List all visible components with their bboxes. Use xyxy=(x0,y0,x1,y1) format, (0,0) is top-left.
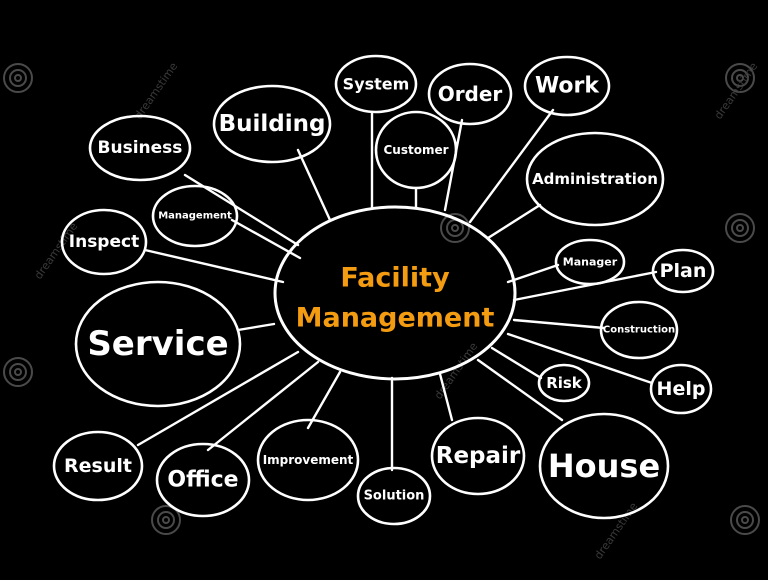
node-repair-label: Repair xyxy=(436,443,521,469)
node-business-label: Business xyxy=(98,138,183,158)
node-construction-bubble xyxy=(599,300,679,360)
node-office-label: Office xyxy=(167,468,238,493)
node-manager: Manager xyxy=(554,238,626,286)
node-construction-label: Construction xyxy=(603,325,675,336)
node-plan-bubble xyxy=(651,248,715,294)
watermark-logo-icon xyxy=(151,505,181,535)
node-customer: Customer xyxy=(374,110,458,190)
node-customer-bubble xyxy=(374,110,458,190)
node-business-bubble xyxy=(88,114,192,182)
node-administration-bubble xyxy=(525,131,665,227)
watermark-text: dreamstime xyxy=(432,340,481,402)
node-work-bubble xyxy=(523,55,611,117)
node-inspect-bubble xyxy=(60,208,148,276)
node-result-bubble xyxy=(52,430,144,502)
node-management: Management xyxy=(151,184,239,248)
watermark-text: dreamstime xyxy=(592,500,641,562)
node-manager-bubble xyxy=(554,238,626,286)
watermark-text: dreamstime xyxy=(712,60,761,122)
node-administration-label: Administration xyxy=(532,170,658,188)
node-administration: Administration xyxy=(525,131,665,227)
node-solution: Solution xyxy=(356,466,432,526)
node-inspect: Inspect xyxy=(60,208,148,276)
node-system-label: System xyxy=(343,75,410,94)
node-building: Building xyxy=(212,84,332,164)
node-office: Office xyxy=(155,442,251,518)
watermark-text: dreamstime xyxy=(132,60,181,122)
node-service-bubble xyxy=(74,280,242,408)
node-improvement-bubble xyxy=(256,418,360,502)
node-system-bubble xyxy=(334,54,418,114)
node-manager-label: Manager xyxy=(563,256,618,269)
node-risk-bubble xyxy=(537,363,591,403)
node-house-bubble xyxy=(538,412,670,520)
node-building-bubble xyxy=(212,84,332,164)
node-improvement: Improvement xyxy=(256,418,360,502)
center-bubble xyxy=(273,205,517,381)
node-risk-label: Risk xyxy=(546,374,583,392)
node-help-label: Help xyxy=(657,378,706,400)
node-system: System xyxy=(334,54,418,114)
node-customer-label: Customer xyxy=(383,143,448,157)
node-order: Order xyxy=(427,62,513,126)
node-help-bubble xyxy=(649,363,713,415)
node-inspect-label: Inspect xyxy=(69,232,139,252)
node-order-label: Order xyxy=(438,82,503,106)
center-title-line2: Management xyxy=(296,303,495,334)
node-work-label: Work xyxy=(535,74,600,99)
node-solution-label: Solution xyxy=(364,489,425,504)
node-risk: Risk xyxy=(537,363,591,403)
node-house-label: House xyxy=(548,447,660,485)
node-plan: Plan xyxy=(651,248,715,294)
node-management-label: Management xyxy=(158,211,232,222)
watermark-logo-icon xyxy=(3,63,33,93)
node-office-bubble xyxy=(155,442,251,518)
node-result: Result xyxy=(52,430,144,502)
node-building-label: Building xyxy=(219,111,326,137)
node-work: Work xyxy=(523,55,611,117)
node-house: House xyxy=(538,412,670,520)
center-title-line1: Facility xyxy=(340,263,450,294)
watermark-logo-icon xyxy=(3,357,33,387)
watermark-logo-icon xyxy=(725,63,755,93)
node-order-bubble xyxy=(427,62,513,126)
node-solution-bubble xyxy=(356,466,432,526)
watermark-logo-icon xyxy=(725,213,755,243)
node-management-bubble xyxy=(151,184,239,248)
node-business: Business xyxy=(88,114,192,182)
node-repair: Repair xyxy=(430,416,526,496)
node-result-label: Result xyxy=(64,455,132,477)
node-plan-label: Plan xyxy=(660,260,707,282)
node-help: Help xyxy=(649,363,713,415)
watermark-logo-icon xyxy=(730,505,760,535)
node-service-label: Service xyxy=(87,324,228,364)
connectors xyxy=(136,108,658,472)
center-node: Facility Management xyxy=(273,205,517,381)
node-service: Service xyxy=(74,280,242,408)
node-improvement-label: Improvement xyxy=(263,453,354,467)
node-construction: Construction xyxy=(599,300,679,360)
node-repair-bubble xyxy=(430,416,526,496)
